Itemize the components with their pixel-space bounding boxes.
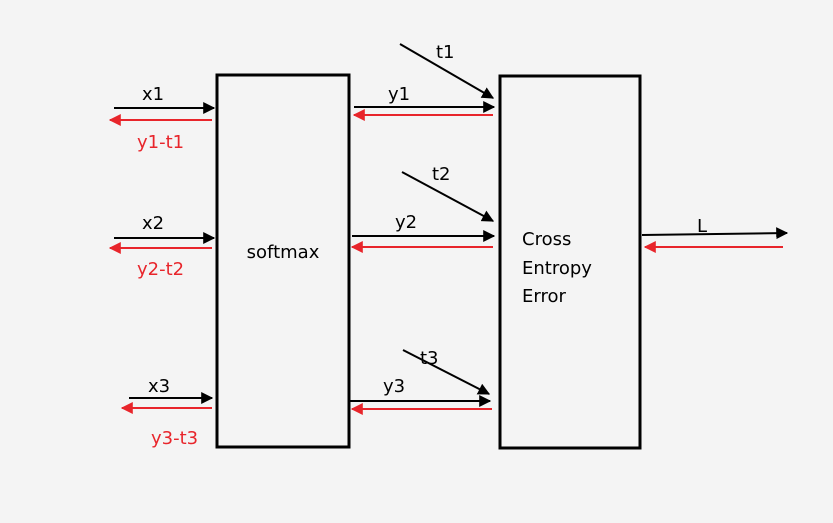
y3-label: y3 xyxy=(383,376,405,397)
cross-entropy-label-line3: Error xyxy=(522,286,566,307)
cross-entropy-label-line1: Cross xyxy=(522,229,571,250)
t1-label: t1 xyxy=(436,42,455,63)
y1-t1-label: y1-t1 xyxy=(137,132,184,153)
y2-t2-label: y2-t2 xyxy=(137,259,184,280)
y1-label: y1 xyxy=(388,84,410,105)
x1-label: x1 xyxy=(142,84,164,105)
cross-entropy-node xyxy=(498,74,642,450)
t3-label: t3 xyxy=(420,348,439,369)
x3-label: x3 xyxy=(148,376,170,397)
x2-label: x2 xyxy=(142,213,164,234)
softmax-label: softmax xyxy=(247,242,320,263)
y3-t3-label: y3-t3 xyxy=(151,428,198,449)
t3-arrow xyxy=(402,349,491,395)
L-forward-arrow xyxy=(641,227,789,240)
L-label: L xyxy=(697,216,707,237)
softmax-node xyxy=(215,73,351,449)
t2-label: t2 xyxy=(432,164,451,185)
cross-entropy-label-line2: Entropy xyxy=(522,258,592,279)
t1-arrow xyxy=(399,43,495,99)
t2-arrow xyxy=(401,171,495,222)
y2-label: y2 xyxy=(395,212,417,233)
